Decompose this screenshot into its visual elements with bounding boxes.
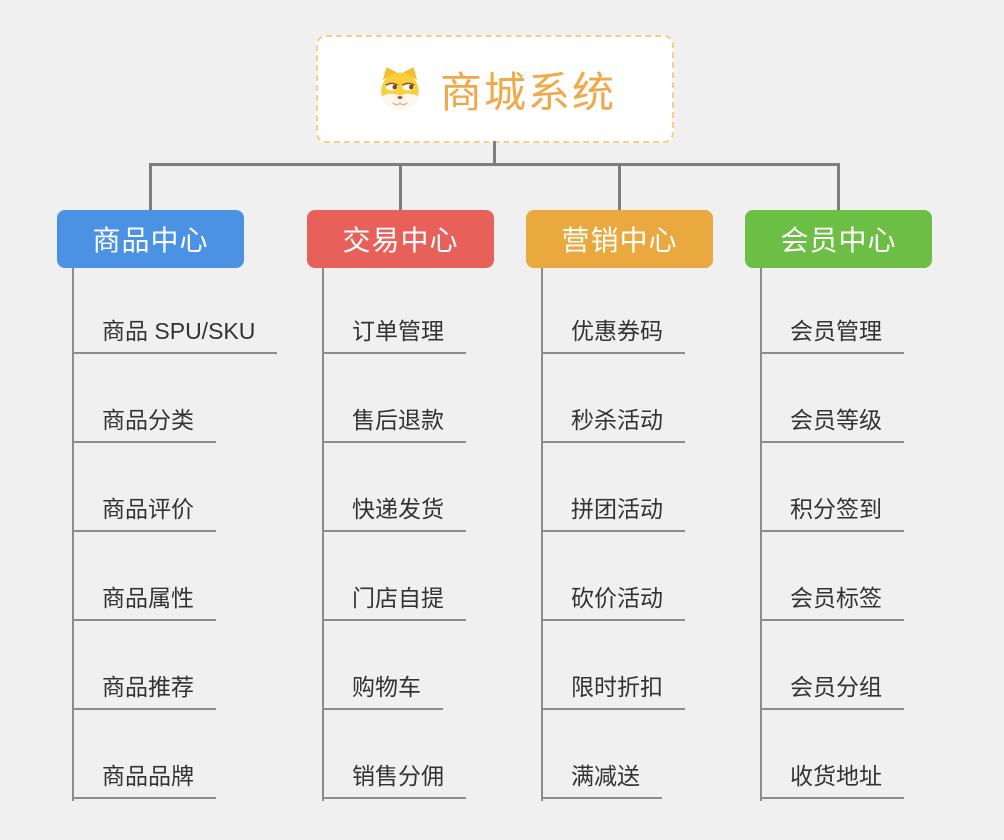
node-item[interactable]: 收货地址 — [760, 755, 904, 799]
connector-drop — [149, 163, 152, 212]
node-item[interactable]: 会员等级 — [760, 399, 904, 443]
node-item[interactable]: 快递发货 — [322, 488, 466, 532]
root-title: 商城系统 — [439, 68, 616, 116]
node-item[interactable]: 购物车 — [322, 666, 443, 710]
node-item[interactable]: 商品 SPU/SKU — [72, 310, 278, 354]
branch-children-product-center: 商品 SPU/SKU 商品分类 商品评价 商品属性 商品推荐 商品品牌 — [72, 268, 332, 801]
branch-children-trade-center: 订单管理 售后退款 快递发货 门店自提 购物车 销售分佣 — [322, 268, 582, 801]
branch-member-center[interactable]: 会员中心 — [745, 210, 932, 268]
node-item[interactable]: 销售分佣 — [322, 755, 466, 799]
connector-horizontal-bar — [149, 163, 840, 166]
node-item[interactable]: 满减送 — [541, 755, 662, 799]
node-item[interactable]: 砍价活动 — [541, 577, 685, 621]
branch-trade-center[interactable]: 交易中心 — [307, 210, 494, 268]
node-item[interactable]: 商品属性 — [72, 577, 216, 621]
node-item[interactable]: 订单管理 — [322, 310, 466, 354]
branch-product-center[interactable]: 商品中心 — [57, 210, 244, 268]
node-item[interactable]: 会员分组 — [760, 666, 904, 710]
node-item[interactable]: 积分签到 — [760, 488, 904, 532]
connector-drop — [618, 163, 621, 212]
root-node[interactable]: 商城系统 — [316, 35, 674, 143]
node-item[interactable]: 拼团活动 — [541, 488, 685, 532]
branch-children-member-center: 会员管理 会员等级 积分签到 会员标签 会员分组 收货地址 — [760, 268, 1004, 801]
branch-vertical-line — [541, 268, 543, 801]
node-item[interactable]: 商品品牌 — [72, 755, 216, 799]
node-item[interactable]: 售后退款 — [322, 399, 466, 443]
node-item[interactable]: 商品分类 — [72, 399, 216, 443]
branch-marketing-center[interactable]: 营销中心 — [526, 210, 713, 268]
connector-root-stem — [493, 141, 496, 165]
node-item[interactable]: 限时折扣 — [541, 666, 685, 710]
node-item[interactable]: 门店自提 — [322, 577, 466, 621]
dog-face-icon — [381, 67, 419, 110]
node-item[interactable]: 商品评价 — [72, 488, 216, 532]
branch-vertical-line — [322, 268, 324, 801]
branch-vertical-line — [760, 268, 762, 801]
node-item[interactable]: 会员标签 — [760, 577, 904, 621]
node-item[interactable]: 优惠券码 — [541, 310, 685, 354]
branch-vertical-line — [72, 268, 74, 801]
node-item[interactable]: 商品推荐 — [72, 666, 216, 710]
node-item[interactable]: 会员管理 — [760, 310, 904, 354]
branch-children-marketing-center: 优惠券码 秒杀活动 拼团活动 砍价活动 限时折扣 满减送 — [541, 268, 801, 801]
connector-drop — [837, 163, 840, 212]
connector-drop — [399, 163, 402, 212]
node-item[interactable]: 秒杀活动 — [541, 399, 685, 443]
